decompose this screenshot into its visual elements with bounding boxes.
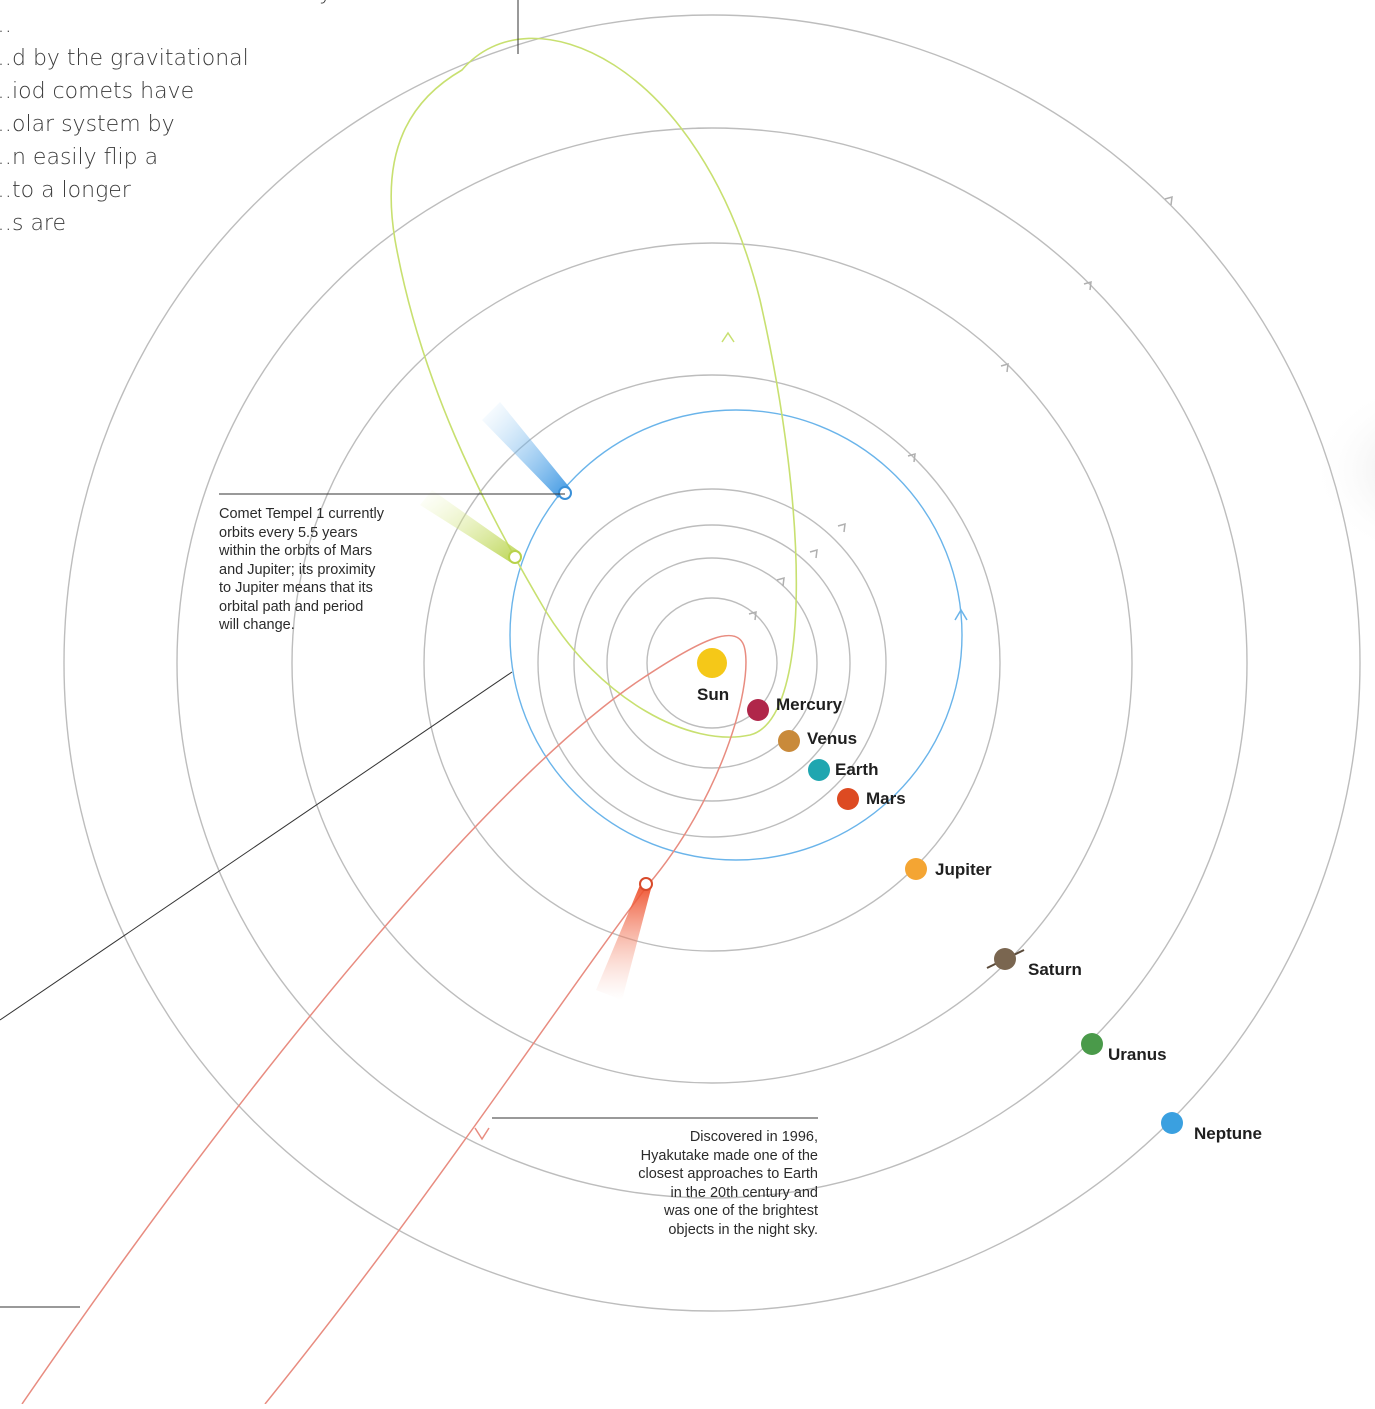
planet-saturn [994,948,1016,970]
sun-label: Sun [697,685,729,704]
planet-orbits [63,14,1361,1312]
label-neptune: Neptune [1194,1124,1262,1143]
label-jupiter: Jupiter [935,860,992,879]
green-orbit-arrow [721,331,735,343]
hyakutake-note: Discovered in 1996, Hyakutake made one o… [638,1128,818,1239]
tempel-note-line: will change. [219,617,295,633]
orbit-direction-arrows [748,195,1173,621]
hyakutake-orbit-arrow [474,1127,490,1141]
hyakutake-note-line: Discovered in 1996, [689,1129,818,1145]
hyakutake-comet-tail [596,885,652,1000]
intro-line: …iod comets have [0,79,195,104]
tempel-note-line: within the orbits of Mars [219,543,373,559]
tempel-orbit-arrow [954,608,968,621]
orbit-neptune [63,14,1361,1312]
orbit-arrow [748,610,757,621]
intro-line: …olar system by [0,112,175,137]
orbit-jupiter [423,374,1001,952]
planets: Mercury Venus Earth Mars Jupiter Saturn … [747,695,1262,1143]
label-venus: Venus [807,729,857,748]
tempel-note-line: Comet Tempel 1 currently [219,506,384,522]
background-smudge [1310,398,1375,542]
label-mars: Mars [866,789,906,808]
green-orbit-path [390,37,798,738]
label-mercury: Mercury [776,695,843,714]
tempel-comet-tail [482,402,570,498]
planet-jupiter [905,858,927,880]
orbit-arrow [1083,280,1092,291]
planet-earth [808,759,830,781]
leader-lines [0,0,818,1308]
orbit-arrow [1000,362,1009,373]
orbit-uranus [176,127,1248,1199]
hyakutake-note-line: in the 20th century and [670,1184,818,1201]
tempel-note-line: and Jupiter; its proximity [219,561,376,578]
orbit-arrow [837,522,846,533]
hyakutake-note-line: objects in the night sky. [668,1221,818,1238]
tempel-comet-head [558,486,572,500]
green-comet-head [508,550,522,564]
hyakutake-note-line: was one of the brightest [664,1203,818,1219]
green-comet-orbit [390,37,798,738]
orbit-arrow [776,576,785,587]
planet-mars [837,788,859,810]
orbit-arrow [1164,195,1173,206]
hyakutake-comet-head [639,877,653,891]
tempel-note-line: to Jupiter means that its [219,580,373,596]
orbit-saturn [291,242,1133,1084]
label-uranus: Uranus [1108,1045,1167,1064]
planet-mercury [747,699,769,721]
comets [420,402,653,1000]
label-saturn: Saturn [1028,960,1082,979]
orbit-arrow [809,548,818,559]
left-diagonal-leader-line [0,671,513,1021]
label-earth: Earth [835,760,878,779]
intro-paragraph: …so far from the Sun that they … …d by t… [0,0,332,240]
orbit-mercury [646,597,778,729]
sun-body [697,648,727,678]
planet-venus [778,730,800,752]
intro-line: …to a longer [0,178,131,203]
orbit-earth [573,524,851,802]
orbit-mars [537,488,887,838]
tempel-orbit-path [509,409,963,861]
hyakutake-note-line: Hyakutake made one of the [640,1147,818,1164]
green-comet-tail [420,490,520,562]
hyakutake-note-line: closest approaches to Earth [638,1166,818,1182]
sun-group: Sun [697,648,729,704]
orbit-venus [606,557,818,769]
orbit-arrow [907,452,916,463]
intro-line: …so far from the Sun that they [0,0,332,9]
hyakutake-orbit [21,634,747,1405]
tempel-note: Comet Tempel 1 currently orbits every 5.… [219,505,384,635]
tempel-note-line: orbits every 5.5 years [219,524,358,541]
tempel-note-line: orbital path and period [219,598,364,615]
intro-line: … [0,9,320,42]
hyakutake-orbit-path-left [21,634,747,1405]
intro-line: …s are [0,211,67,236]
intro-line: …d by the gravitational [0,46,249,71]
tempel-orbit [509,409,968,861]
planet-uranus [1081,1033,1103,1055]
intro-line: …n easily flip a [0,145,159,170]
planet-neptune [1161,1112,1183,1134]
